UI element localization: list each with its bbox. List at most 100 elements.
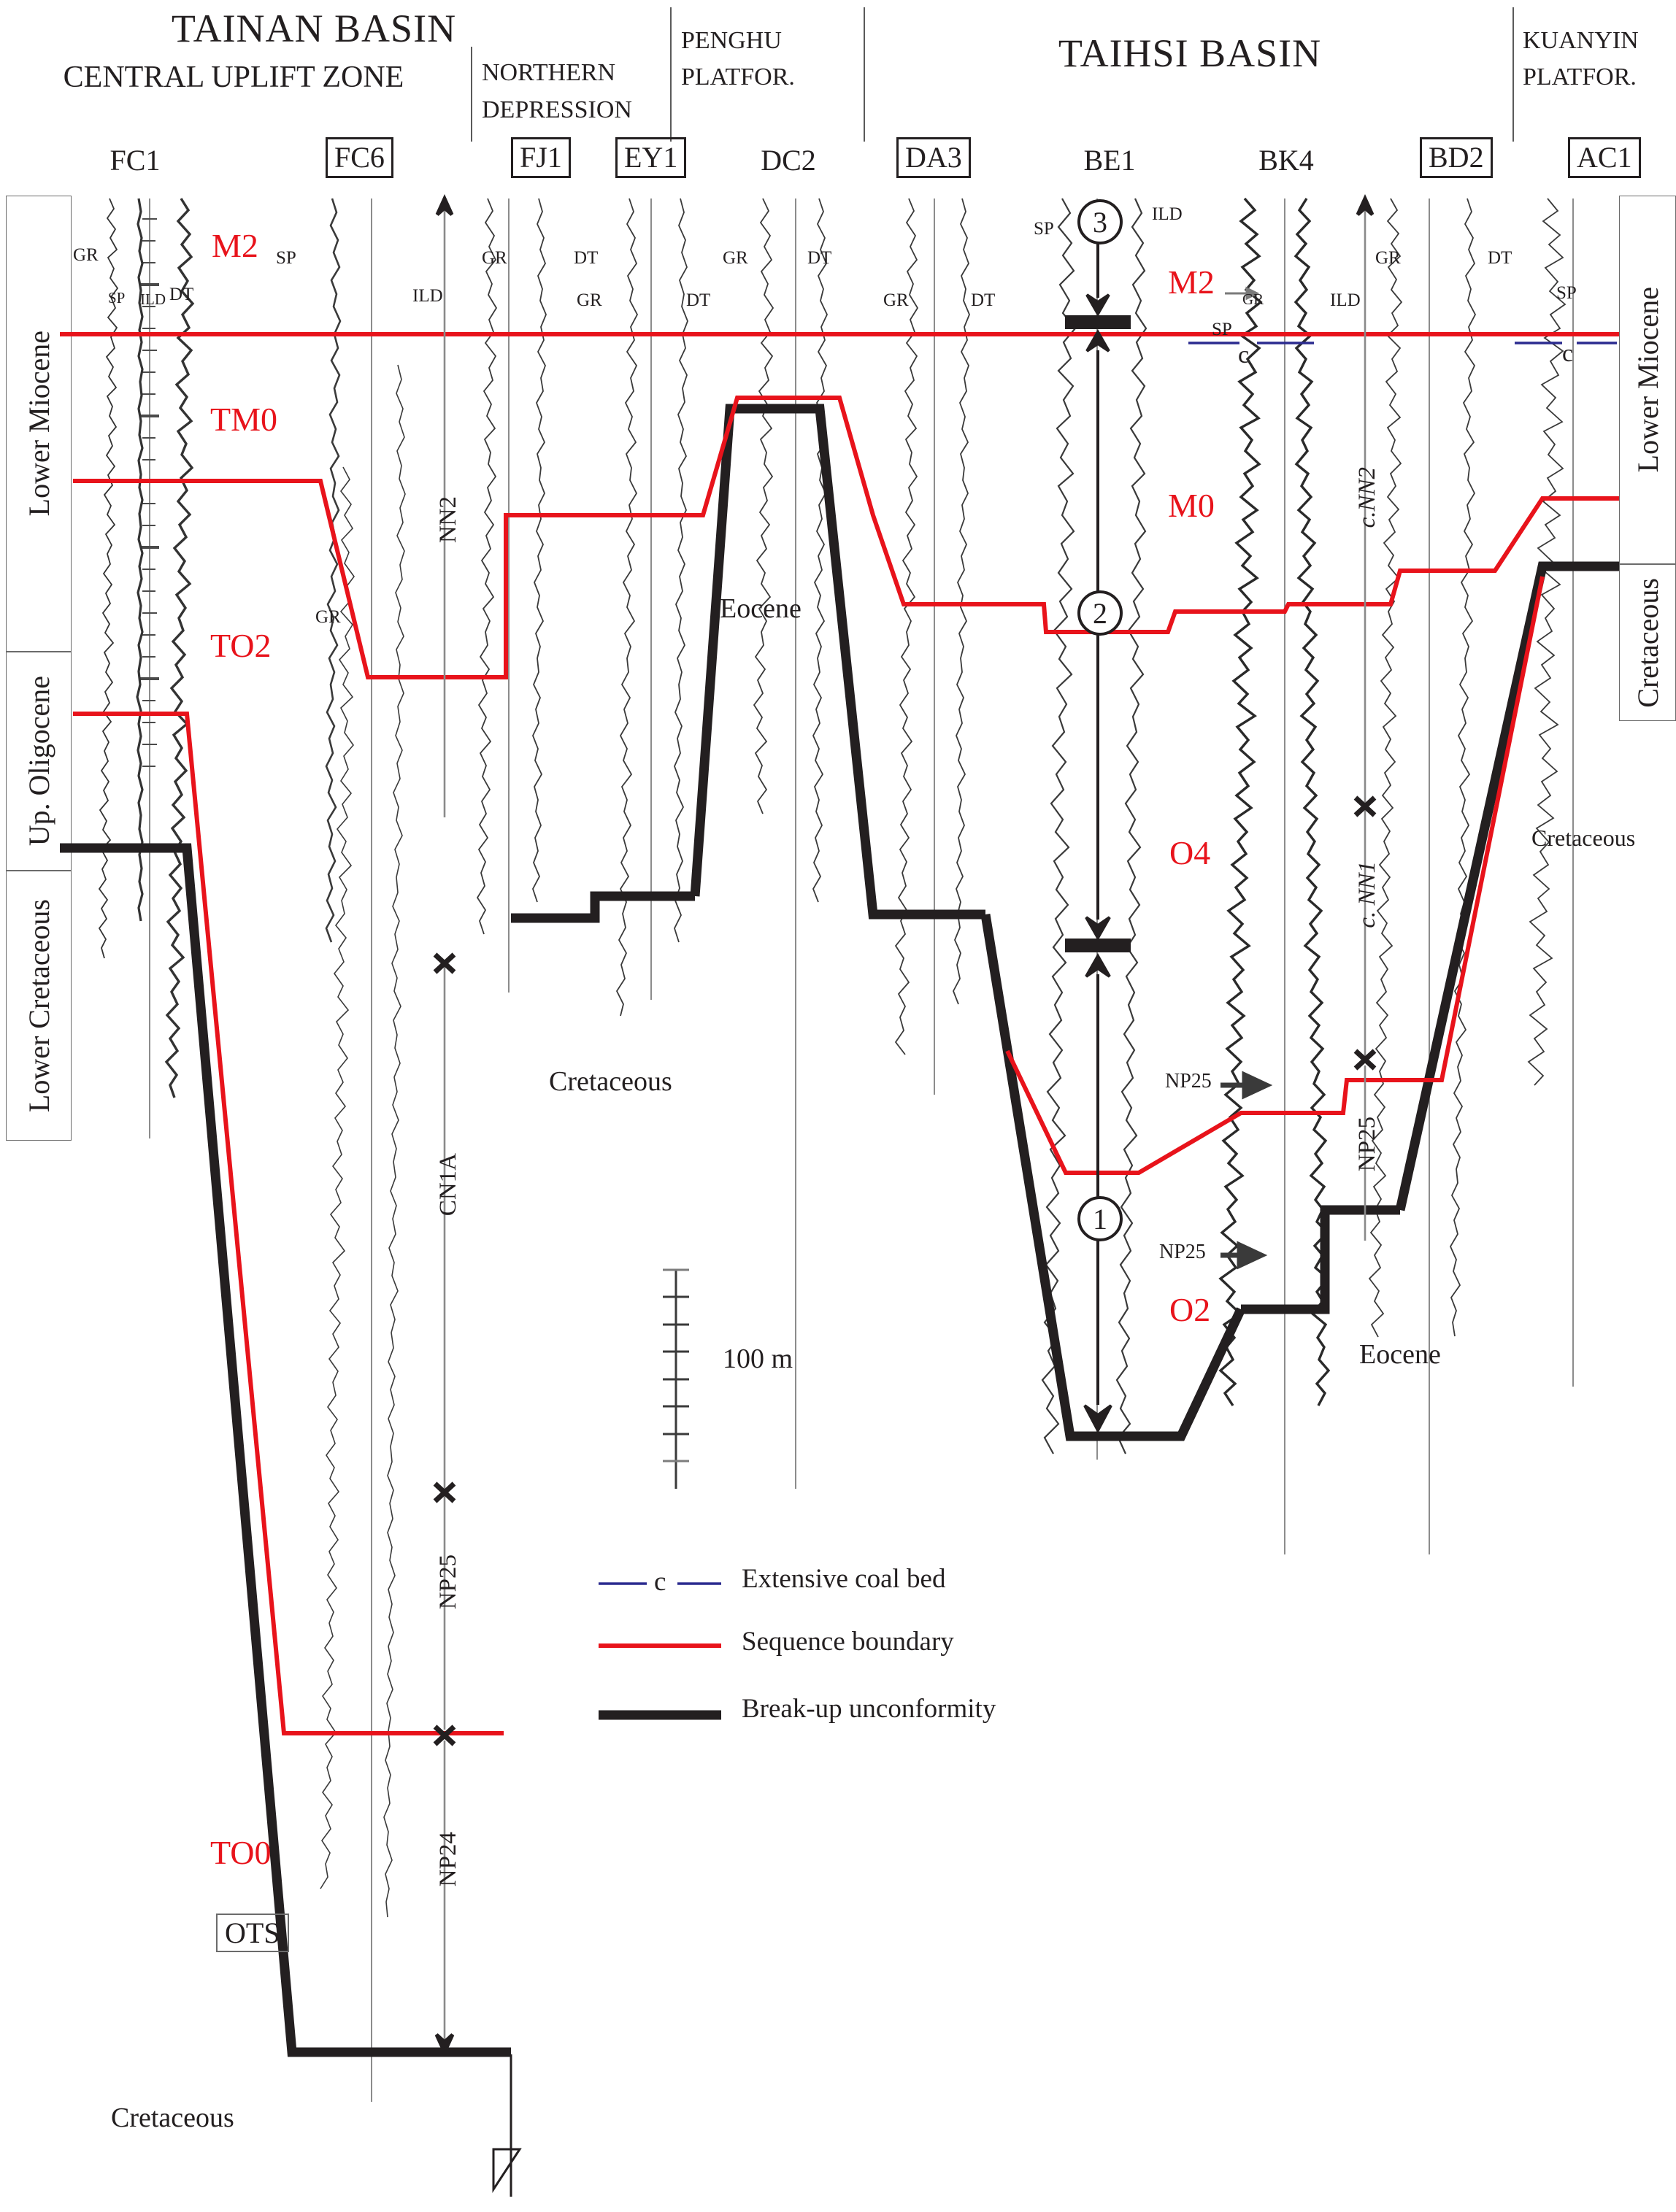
coal-bed-marker-bk4: c [1238, 342, 1250, 369]
curve-label-fc1-gr: GR [73, 245, 99, 265]
label-eocene-dc2: Eocene [720, 593, 802, 624]
region-title-taihsi-basin: TAIHSI BASIN [1058, 31, 1322, 75]
well-name-text: DA3 [896, 137, 971, 178]
curve-label-bk4-sp: SP [1212, 320, 1232, 339]
nanno-zone-np24: NP24 [435, 1832, 461, 1887]
nanno-zone-cn1a: CN1A [435, 1153, 461, 1217]
annotation-circle-2: 2 [1077, 590, 1123, 636]
curve-label-fc1-dt: DT [169, 285, 194, 304]
legend-coal-marker: c [654, 1567, 666, 1597]
sequence-label-m2-left: M2 [212, 227, 258, 264]
well-name-text: DC2 [761, 144, 816, 177]
nanno-zone-c-nn2: c.NN2 [1354, 467, 1380, 528]
curve-label-ey1-dt: DT [686, 290, 711, 310]
label-eocene-bd2: Eocene [1359, 1339, 1441, 1370]
well-label-fc6[interactable]: FC6 [326, 137, 393, 178]
well-label-dc2[interactable]: DC2 [734, 143, 843, 177]
curve-label-bk4-ild: ILD [1330, 290, 1361, 310]
region-divider-4 [1512, 7, 1514, 142]
curve-label-ac1-sp: SP [1556, 283, 1577, 303]
curve-label-be1-ild: ILD [1152, 204, 1183, 224]
region-title-northern-depression-line2: DEPRESSION [482, 96, 632, 123]
age-axis-right-cretaceous: Cretaceous [1619, 564, 1676, 721]
well-name-text: FC6 [326, 137, 393, 178]
age-axis-left-lower-cretaceous: Lower Cretaceous [6, 871, 72, 1141]
curve-label-ey1-gr: GR [577, 290, 602, 310]
sequence-label-m0: M0 [1168, 487, 1215, 524]
curve-label-fc6-gr: GR [315, 607, 341, 627]
ots-label-box: OTS [216, 1914, 289, 1952]
sequence-label-o2: O2 [1169, 1291, 1211, 1328]
np25-arrow-label-lower: NP25 [1159, 1241, 1206, 1263]
region-title-northern-depression-line1: NORTHERN [482, 59, 616, 86]
well-name-text: BD2 [1420, 137, 1493, 178]
age-axis-left-lower-miocene: Lower Miocene [6, 196, 72, 652]
curve-label-bk4-gr: GR [1242, 290, 1264, 308]
curve-label-da3-dt: DT [971, 290, 996, 310]
np25-arrow-label-upper: NP25 [1165, 1070, 1212, 1092]
sequence-label-tm0: TM0 [210, 401, 277, 438]
well-name-text: EY1 [615, 137, 687, 178]
age-label-text: Lower Miocene [1631, 287, 1664, 473]
region-title-penghu-platform-line1: PENGHU [681, 27, 782, 54]
sequence-label-to2: TO2 [210, 627, 272, 664]
well-label-bd2[interactable]: BD2 [1420, 137, 1493, 178]
well-label-bk4[interactable]: BK4 [1231, 143, 1341, 177]
nanno-zone-np25-right: NP25 [1354, 1117, 1380, 1172]
sequence-label-m2-right: M2 [1168, 263, 1215, 301]
curve-label-fj1-gr: GR [482, 248, 507, 268]
region-subtitle-central-uplift-zone: CENTRAL UPLIFT ZONE [63, 61, 404, 94]
nanno-zone-c-nn1: c. NN1 [1354, 861, 1380, 928]
curve-label-fc1-sp: SP [108, 289, 126, 307]
legend-label-sequence-boundary: Sequence boundary [742, 1627, 954, 1657]
region-title-kuanyin-platform-line1: KUANYIN [1523, 27, 1639, 54]
nanno-zone-np25-left: NP25 [435, 1554, 461, 1610]
curve-label-fj1-dt: DT [574, 248, 599, 268]
coal-bed-marker-ac1: c [1562, 340, 1574, 367]
well-name-text: BE1 [1083, 144, 1136, 177]
region-title-penghu-platform-line2: PLATFOR. [681, 63, 795, 90]
region-divider-2 [670, 7, 672, 142]
well-label-ac1[interactable]: AC1 [1568, 137, 1641, 178]
age-label-text: Lower Miocene [22, 331, 55, 517]
region-divider-3 [864, 7, 865, 142]
scale-bar-label: 100 m [723, 1344, 793, 1374]
legend-label-coal-bed: Extensive coal bed [742, 1564, 946, 1594]
age-axis-left-up-oligocene: Up. Oligocene [6, 652, 72, 871]
sequence-label-to0: TO0 [210, 1834, 272, 1871]
curve-label-da3-gr: GR [883, 290, 909, 310]
well-name-text: BK4 [1258, 144, 1314, 177]
curve-label-fc1-ild: ILD [140, 290, 166, 308]
curve-label-bd2-dt: DT [1488, 248, 1512, 268]
well-label-be1[interactable]: BE1 [1055, 143, 1164, 177]
region-title-kuanyin-platform-line2: PLATFOR. [1523, 63, 1637, 90]
well-label-da3[interactable]: DA3 [896, 137, 971, 178]
label-cretaceous-bottom: Cretaceous [111, 2103, 234, 2133]
age-label-text: Cretaceous [1631, 577, 1664, 708]
well-label-fc1[interactable]: FC1 [80, 143, 190, 177]
annotation-circle-3: 3 [1077, 199, 1123, 244]
circle-number-text: 3 [1093, 205, 1107, 239]
curve-label-fc6-ild: ILD [412, 286, 443, 306]
curve-label-bd2-gr: GR [1375, 248, 1401, 268]
region-title-tainan-basin: TAINAN BASIN [171, 7, 457, 50]
age-label-text: Up. Oligocene [22, 676, 55, 847]
curve-label-dc2-dt: DT [807, 248, 832, 268]
curve-label-be1-sp: SP [1034, 219, 1054, 239]
label-cretaceous-ac1: Cretaceous [1531, 825, 1636, 851]
well-name-text: FC1 [109, 144, 161, 177]
legend-label-breakup-unconformity: Break-up unconformity [742, 1694, 996, 1724]
curve-label-dc2-gr: GR [723, 248, 748, 268]
annotation-circle-1: 1 [1077, 1196, 1123, 1241]
age-label-text: Lower Cretaceous [22, 898, 55, 1113]
age-axis-right-lower-miocene: Lower Miocene [1619, 196, 1676, 564]
sequence-label-o4: O4 [1169, 834, 1211, 871]
label-cretaceous-middle: Cretaceous [549, 1066, 672, 1097]
well-label-fj1[interactable]: FJ1 [511, 137, 571, 178]
nanno-zone-nn2: NN2 [435, 496, 461, 544]
well-name-text: AC1 [1568, 137, 1641, 178]
curve-label-fc6-sp: SP [276, 248, 296, 268]
well-name-text: FJ1 [511, 137, 571, 178]
well-label-ey1[interactable]: EY1 [615, 137, 687, 178]
